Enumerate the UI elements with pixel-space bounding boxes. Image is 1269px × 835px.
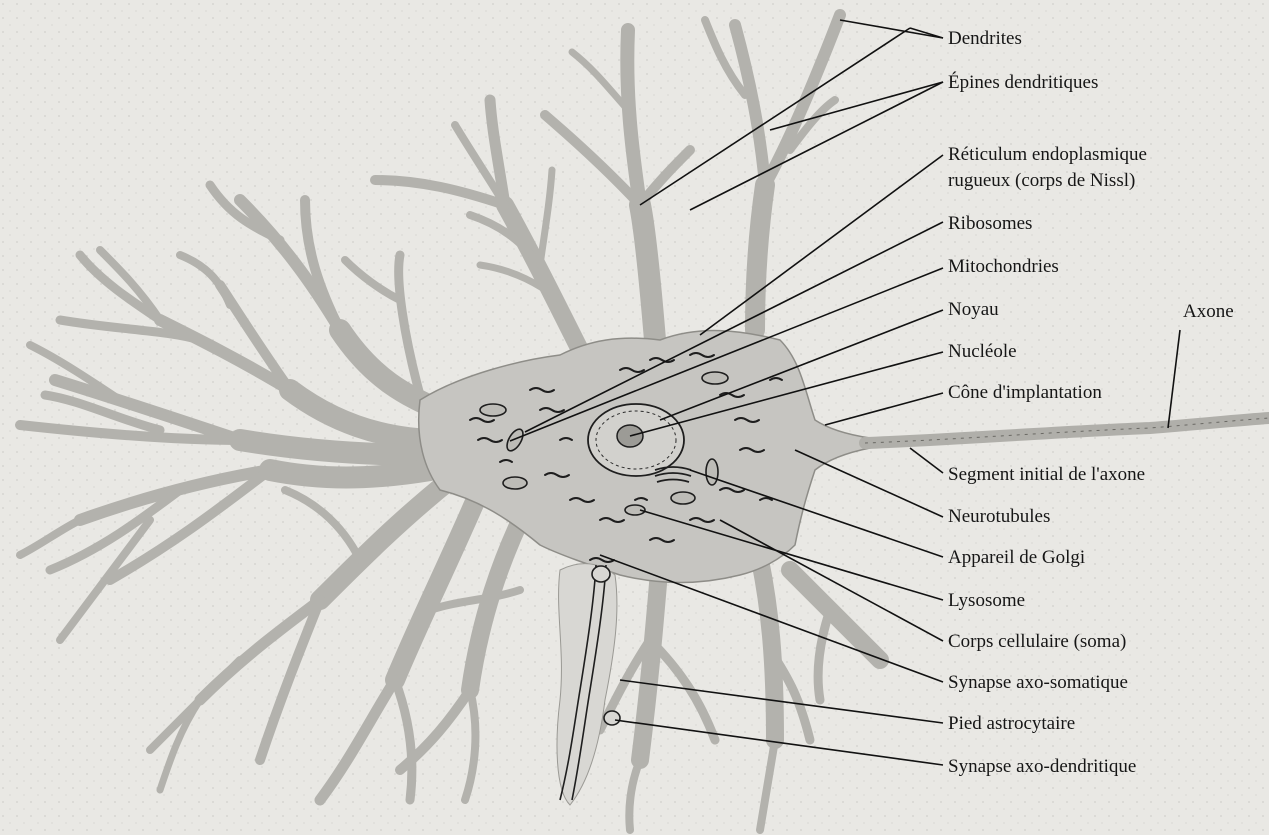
label-synapse-axo-somatique: Synapse axo-somatique bbox=[948, 672, 1128, 694]
nucleus bbox=[588, 404, 684, 476]
label-appareil-golgi: Appareil de Golgi bbox=[948, 547, 1085, 569]
label-pied-astrocytaire: Pied astrocytaire bbox=[948, 713, 1075, 735]
label-cone-implantation: Cône d'implantation bbox=[948, 382, 1102, 404]
label-dendrites: Dendrites bbox=[948, 28, 1022, 50]
label-nucleole: Nucléole bbox=[948, 341, 1017, 363]
label-reticulum-line2: rugueux (corps de Nissl) bbox=[948, 170, 1135, 192]
label-segment-initial: Segment initial de l'axone bbox=[948, 464, 1145, 486]
label-neurotubules: Neurotubules bbox=[948, 506, 1050, 528]
label-reticulum-line1: Réticulum endoplasmique bbox=[948, 144, 1147, 166]
label-mitochondries: Mitochondries bbox=[948, 256, 1059, 278]
label-noyau: Noyau bbox=[948, 299, 999, 321]
label-ribosomes: Ribosomes bbox=[948, 213, 1032, 235]
label-corps-cellulaire: Corps cellulaire (soma) bbox=[948, 631, 1126, 653]
label-axone: Axone bbox=[1183, 301, 1234, 323]
label-epines-dendritiques: Épines dendritiques bbox=[948, 72, 1098, 94]
label-synapse-axo-dendritique: Synapse axo-dendritique bbox=[948, 756, 1136, 778]
label-lysosome: Lysosome bbox=[948, 590, 1025, 612]
